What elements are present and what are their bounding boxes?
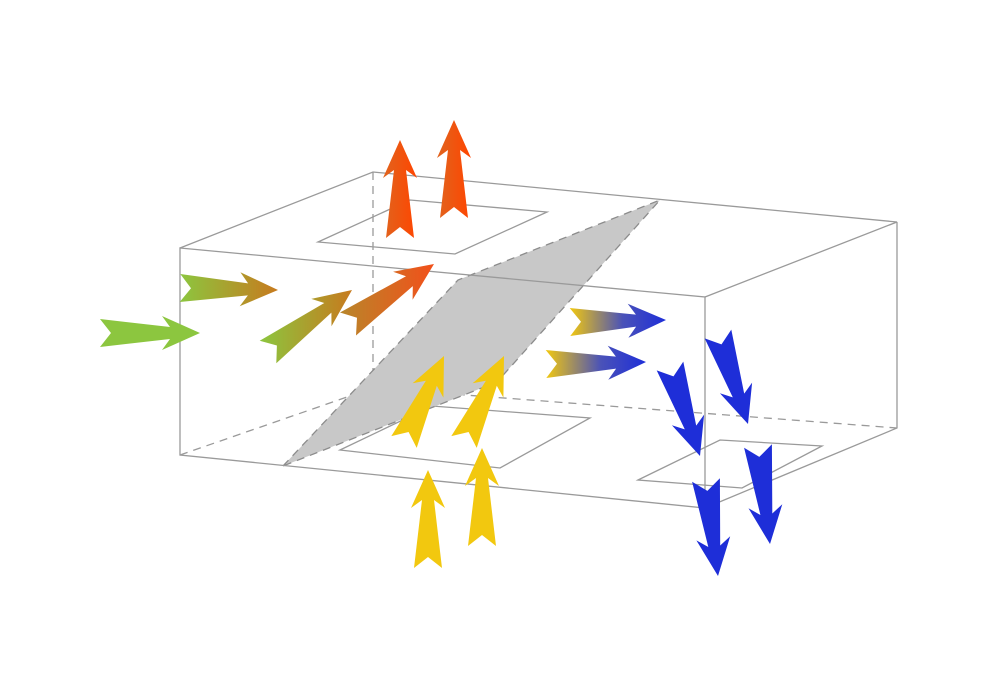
top-opening xyxy=(315,199,550,255)
inflow-bottom-arrow-2-icon xyxy=(465,448,499,546)
outflow-bottom-arrow-4-icon xyxy=(744,444,783,544)
outflow-top-arrow-1-icon xyxy=(383,140,417,238)
inflow-bottom-arrow-3-icon xyxy=(391,356,444,448)
slanted-plane xyxy=(282,199,661,467)
inflow-arrow-inner-icon xyxy=(179,272,278,307)
transition-arrow-2-icon xyxy=(340,264,434,336)
box-top-edges xyxy=(179,171,898,298)
hidden-edge-bottom-left xyxy=(179,387,374,456)
flow-arrows xyxy=(100,120,783,576)
inflow-bottom-arrow-1-icon xyxy=(411,470,445,568)
outflow-bottom-arrow-2-icon xyxy=(704,329,753,424)
transition-arrow-4-icon xyxy=(545,345,646,380)
floor-opening-outlet xyxy=(635,439,825,489)
outflow-bottom-arrow-3-icon xyxy=(692,478,731,576)
outflow-bottom-arrow-1-icon xyxy=(656,361,705,456)
inflow-arrow-outer-icon xyxy=(100,316,200,350)
transition-arrow-1-icon xyxy=(259,290,352,364)
outflow-top-arrow-2-icon xyxy=(437,120,471,218)
inflow-bottom-arrow-4-icon xyxy=(451,356,504,448)
transition-arrow-3-icon xyxy=(569,303,666,338)
